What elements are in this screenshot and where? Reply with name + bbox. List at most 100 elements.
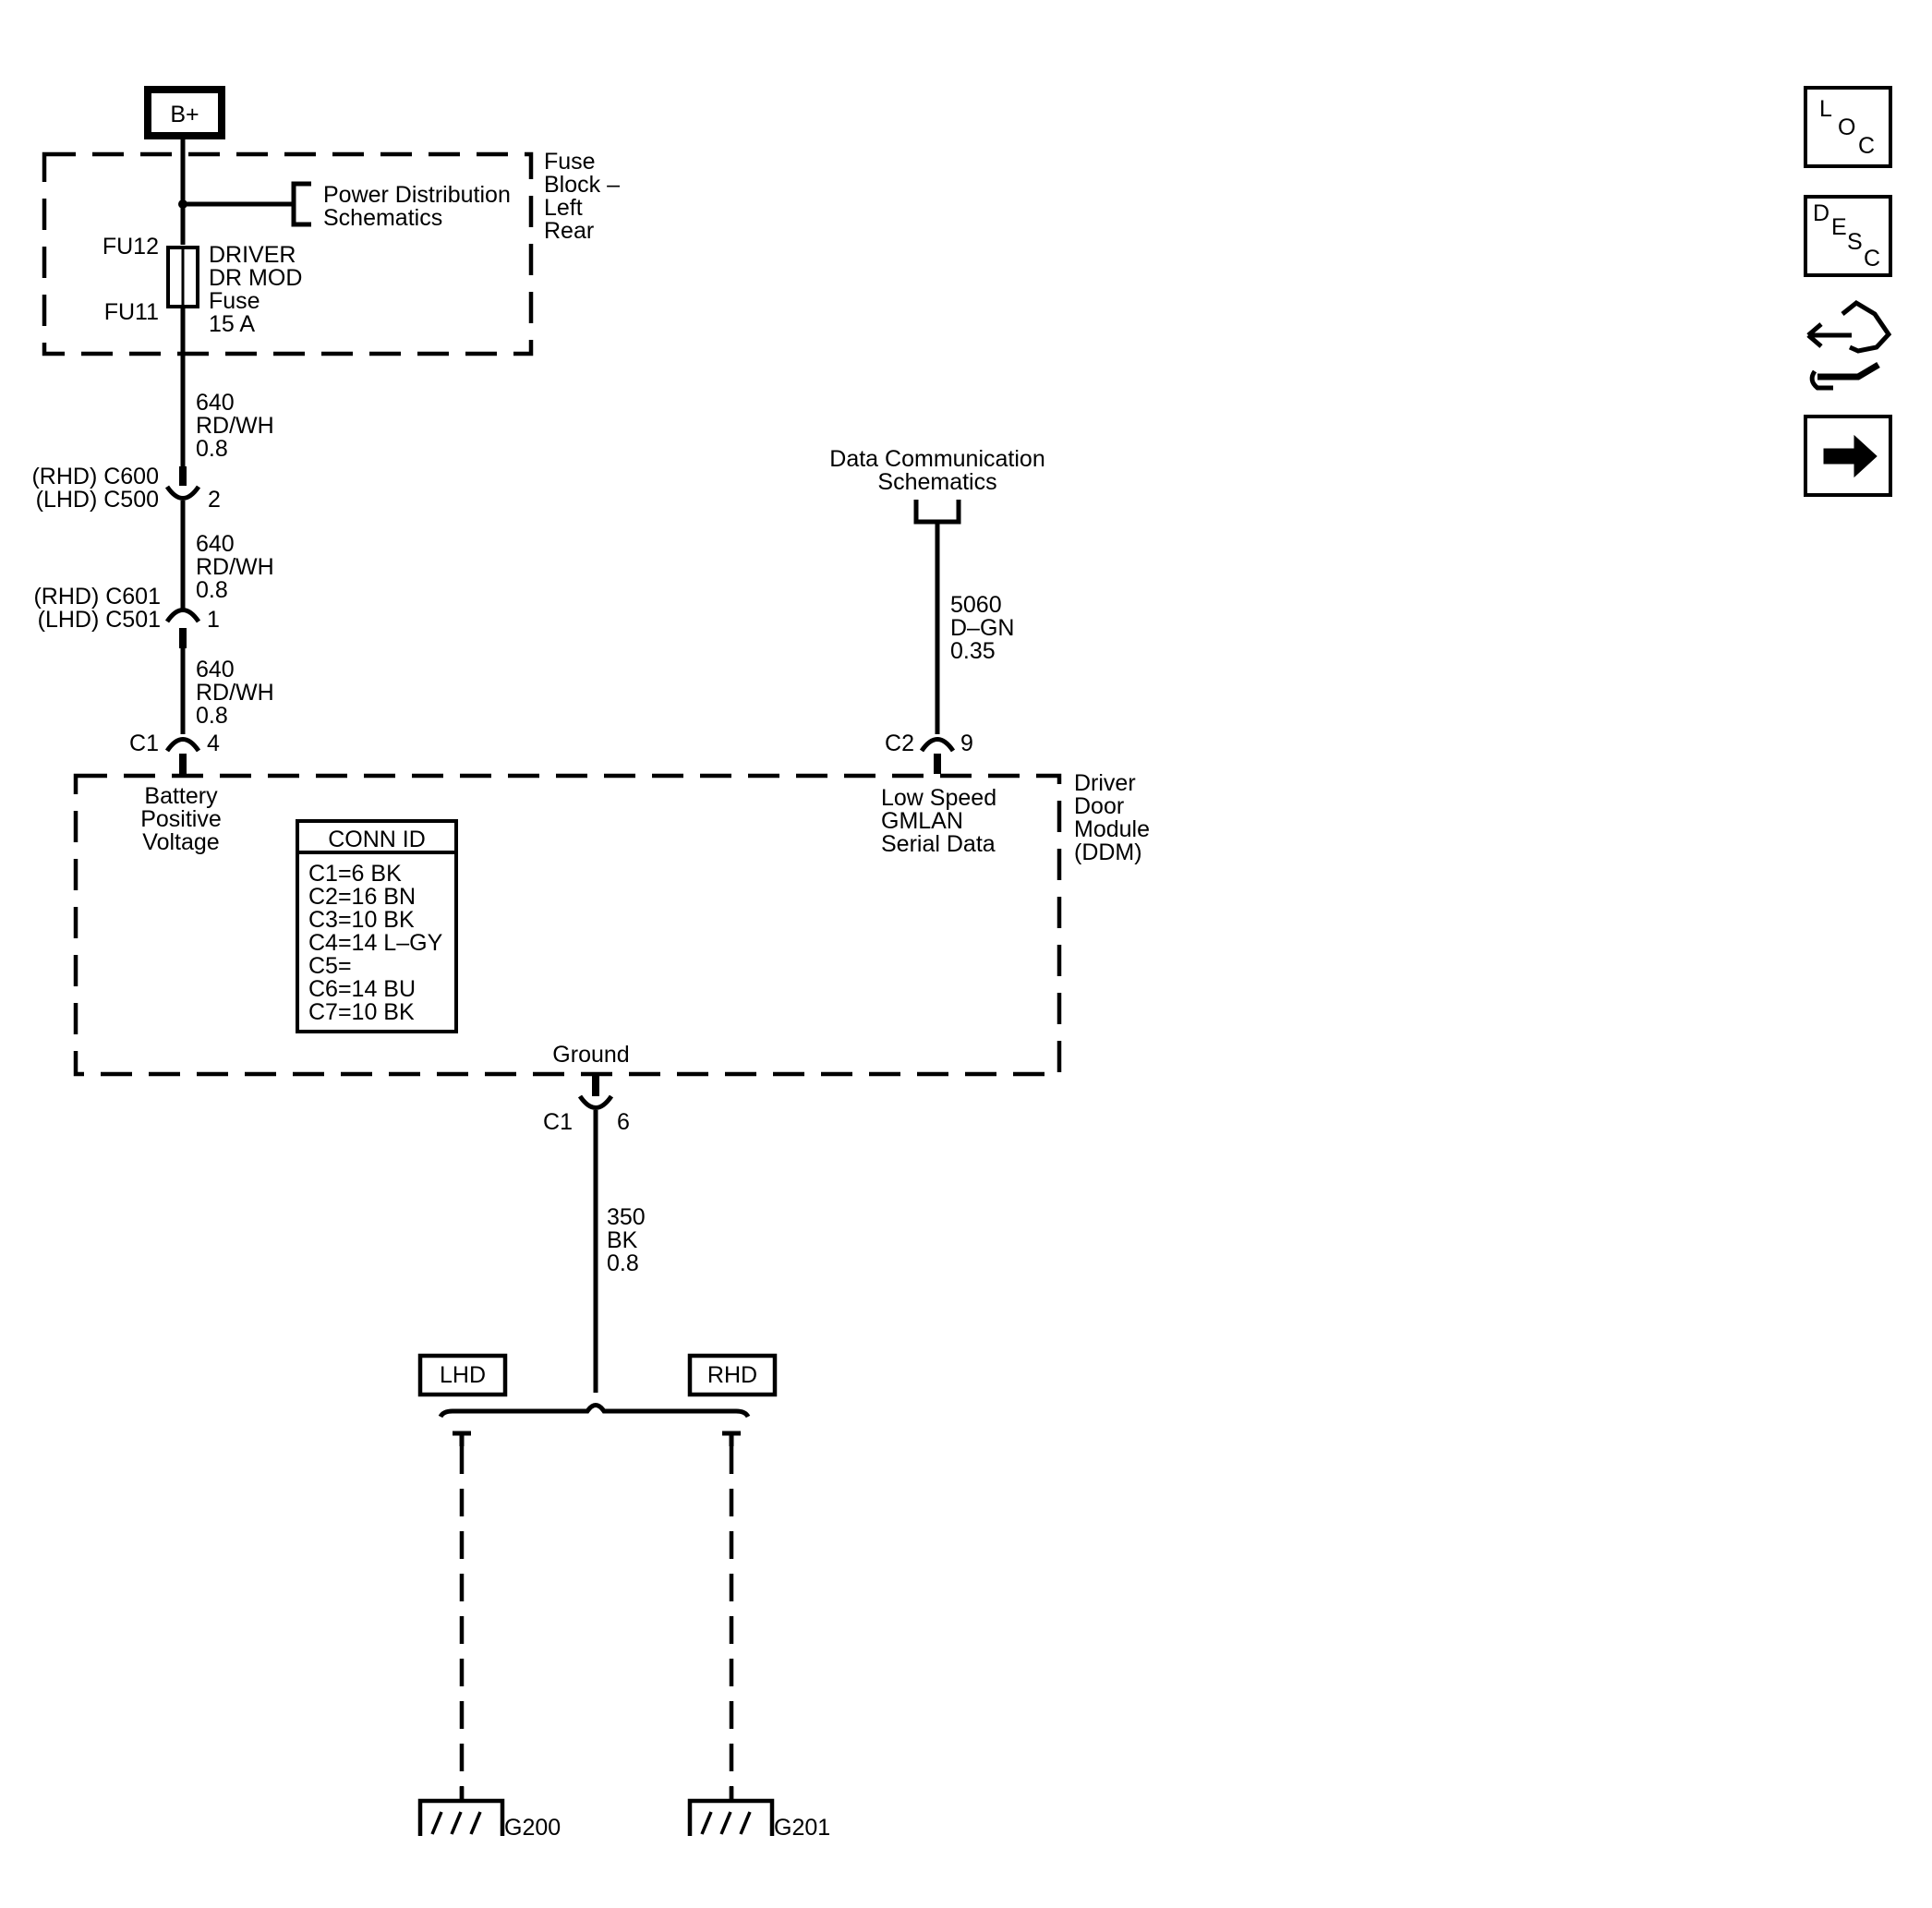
diagnostic-tool-icon[interactable]	[1806, 299, 1892, 391]
svg-text:Left: Left	[544, 195, 583, 221]
driver-door-module-boundary	[73, 773, 1062, 1077]
inline-connector-c501	[164, 608, 201, 623]
conn-id-row: C4=14 L–GY	[308, 930, 443, 956]
inline-connector-c500	[164, 485, 201, 501]
ground-option-split	[438, 1403, 751, 1419]
svg-text:640: 640	[196, 531, 235, 557]
conn-id-row: C1=6 BK	[308, 861, 402, 887]
svg-text:Door: Door	[1074, 793, 1124, 819]
desc-letter: C	[1864, 246, 1880, 272]
svg-text:D–GN: D–GN	[950, 615, 1014, 641]
wire-640-label-1: 640 RD/WH 0.8	[196, 390, 274, 462]
ground-g200-symbol: G200	[417, 1787, 561, 1841]
svg-text:Module: Module	[1074, 816, 1150, 842]
svg-text:RD/WH: RD/WH	[196, 413, 274, 439]
c1-ground-label: C1	[543, 1109, 573, 1135]
svg-text:Voltage: Voltage	[142, 829, 219, 855]
svg-text:640: 640	[196, 657, 235, 682]
conn-id-frame	[296, 819, 458, 1033]
svg-text:Schematics: Schematics	[877, 469, 996, 495]
wire-5060-label: 5060 D–GN 0.35	[950, 592, 1014, 664]
svg-text:Battery: Battery	[144, 783, 218, 809]
svg-text:Data Communication: Data Communication	[829, 446, 1044, 472]
lhd-label: LHD	[440, 1362, 486, 1388]
svg-text:(DDM): (DDM)	[1074, 839, 1142, 865]
svg-text:0.8: 0.8	[196, 577, 228, 603]
conn-id-title: CONN ID	[328, 827, 426, 852]
rhd-option-stub	[722, 1431, 741, 1446]
svg-text:0.8: 0.8	[196, 436, 228, 462]
svg-text:Block –: Block –	[544, 172, 620, 198]
ground-hatch	[700, 1811, 752, 1835]
driver-door-module-name: Driver Door Module (DDM)	[1074, 770, 1150, 865]
c1-pin6-label: 6	[617, 1109, 630, 1135]
svg-text:0.35: 0.35	[950, 638, 996, 664]
battery-positive-voltage-pin-label: Battery Positive Voltage	[140, 783, 222, 855]
svg-text:640: 640	[196, 390, 235, 416]
svg-text:RD/WH: RD/WH	[196, 554, 274, 580]
conn-id-row: C5=	[308, 953, 352, 979]
c1-label: C1	[129, 731, 159, 756]
next-arrow-icon[interactable]	[1804, 415, 1892, 497]
svg-text:Power Distribution: Power Distribution	[323, 182, 511, 208]
svg-text:Fuse: Fuse	[209, 288, 260, 314]
c2-label: C2	[885, 731, 914, 756]
description-icon[interactable]: D E S C	[1804, 195, 1892, 277]
battery-positive-source: B+	[144, 86, 225, 139]
svg-text:Driver: Driver	[1074, 770, 1136, 796]
svg-text:DRIVER: DRIVER	[209, 242, 296, 268]
battery-positive-label: B+	[170, 102, 199, 127]
c2-pin9-label: 9	[960, 731, 973, 756]
location-icon[interactable]: L O C	[1804, 86, 1892, 168]
data-comm-ref-bracket	[913, 500, 961, 525]
svg-text:Rear: Rear	[544, 218, 594, 244]
conn-id-row: C3=10 BK	[308, 907, 415, 933]
svg-text:0.8: 0.8	[196, 703, 228, 729]
svg-text:GMLAN: GMLAN	[881, 808, 963, 834]
connector-c501-pin: 1	[207, 607, 220, 633]
fuse-label: DRIVER DR MOD Fuse 15 A	[209, 242, 302, 337]
ground-g201-symbol: G201	[687, 1787, 830, 1841]
connector-c601-label: (RHD) C601	[33, 584, 161, 610]
connector-c500-pin: 2	[208, 487, 221, 513]
loc-letter: C	[1858, 133, 1875, 159]
lhd-option-stub	[453, 1431, 471, 1446]
svg-text:BK: BK	[607, 1227, 638, 1253]
rhd-label: RHD	[707, 1362, 757, 1388]
connector-c600-label: (RHD) C600	[31, 464, 159, 489]
fuse-bottom-terminal: FU11	[104, 299, 159, 325]
wire-350-label: 350 BK 0.8	[607, 1204, 646, 1276]
svg-text:Schematics: Schematics	[323, 205, 442, 231]
desc-letter: E	[1831, 214, 1847, 240]
module-connector-c1-pin6	[577, 1094, 614, 1110]
connector-c500-label: (LHD) C500	[36, 487, 159, 513]
svg-text:Fuse: Fuse	[544, 149, 596, 175]
g200-label: G200	[504, 1815, 561, 1841]
fuse-top-terminal: FU12	[103, 234, 159, 260]
svg-text:DR MOD: DR MOD	[209, 265, 302, 291]
ground-hatch	[430, 1811, 482, 1835]
svg-text:350: 350	[607, 1204, 646, 1230]
desc-letter: S	[1847, 229, 1863, 255]
loc-letter: L	[1819, 96, 1832, 122]
svg-text:Low Speed: Low Speed	[881, 785, 996, 811]
svg-text:Positive: Positive	[140, 806, 222, 832]
conn-id-row: C2=16 BN	[308, 884, 416, 910]
lhd-option-tag: LHD	[417, 1353, 508, 1397]
svg-text:RD/WH: RD/WH	[196, 680, 274, 706]
conn-id-table: CONN ID C1=6 BK C2=16 BN C3=10 BK C4=14 …	[296, 819, 458, 1033]
power-distribution-reference: Power Distribution Schematics	[323, 182, 511, 231]
svg-text:Serial Data: Serial Data	[881, 831, 996, 857]
conn-id-row: C6=14 BU	[308, 976, 416, 1002]
fuse-block-name: Fuse Block – Left Rear	[544, 149, 620, 244]
data-communication-reference: Data Communication Schematics	[829, 446, 1044, 495]
desc-letter: D	[1813, 200, 1829, 226]
module-connector-c1-pin4	[164, 737, 201, 753]
conn-id-row: C7=10 BK	[308, 999, 415, 1025]
power-distribution-ref-bracket	[291, 181, 311, 227]
g201-label: G201	[774, 1815, 830, 1841]
ground-pin-label: Ground	[552, 1042, 629, 1068]
wire-640-label-3: 640 RD/WH 0.8	[196, 657, 274, 729]
rhd-option-tag: RHD	[687, 1353, 778, 1397]
